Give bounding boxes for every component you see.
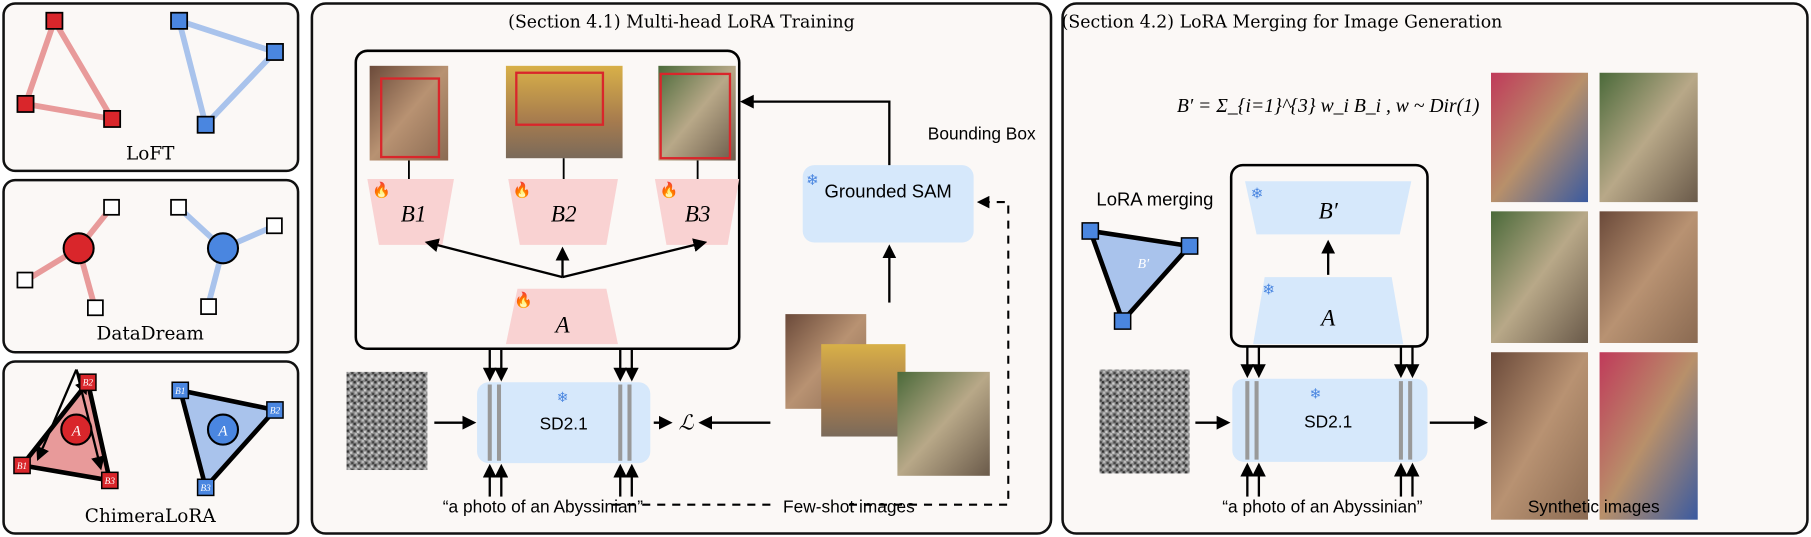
merge-label: LoRA merging <box>1096 189 1213 210</box>
photo-3 <box>658 65 736 161</box>
svg-text:A: A <box>553 312 570 338</box>
svg-text:🔥: 🔥 <box>514 291 533 309</box>
fewshot-label: Few-shot images <box>783 497 915 517</box>
svg-text:B′: B′ <box>1138 256 1150 271</box>
svg-text:SD2.1: SD2.1 <box>1304 411 1352 431</box>
sam-label: Grounded SAM <box>825 180 952 201</box>
photo-2 <box>505 65 623 159</box>
loft-label: LoFT <box>126 143 175 164</box>
svg-text:B3: B3 <box>105 476 116 486</box>
svg-text:B3: B3 <box>201 483 212 493</box>
shared-a <box>505 288 618 345</box>
svg-text:❄: ❄ <box>1251 187 1264 203</box>
sd-model <box>477 382 651 464</box>
datadream-label: DataDream <box>97 324 205 345</box>
method-datadream: DataDream <box>2 178 300 354</box>
svg-text:❄: ❄ <box>1310 386 1322 401</box>
photo-1 <box>369 65 449 161</box>
svg-text:“a photo of an Abyssinian”: “a photo of an Abyssinian” <box>1222 497 1422 517</box>
svg-text:B2: B2 <box>83 378 94 388</box>
synthetic-label: Synthetic images <box>1528 497 1660 517</box>
chimeralora-label: ChimeraLoRA <box>85 506 217 527</box>
svg-text:A: A <box>71 423 82 439</box>
merging-title: (Section 4.2) LoRA Merging for Image Gen… <box>1062 13 1503 33</box>
svg-text:A: A <box>217 423 228 439</box>
method-loft: LoFT <box>2 2 300 173</box>
svg-text:❄: ❄ <box>1262 282 1275 298</box>
noise-input <box>1099 369 1190 474</box>
svg-text:🔥: 🔥 <box>513 181 532 199</box>
svg-text:🔥: 🔥 <box>372 181 391 199</box>
svg-text:B1: B1 <box>17 461 27 471</box>
merging-panel: (Section 4.2) LoRA Merging for Image Gen… <box>1061 2 1809 535</box>
merged-b <box>1245 181 1412 235</box>
svg-text:B2: B2 <box>551 201 577 227</box>
sd-model <box>1232 378 1428 462</box>
svg-text:B1: B1 <box>175 386 185 396</box>
svg-text:❄: ❄ <box>557 390 569 405</box>
svg-text:B′: B′ <box>1319 197 1339 223</box>
formula: B′ = Σ_{i=1}^{3} w_i B_i , w ~ Dir(1) <box>1177 96 1480 117</box>
svg-text:B1: B1 <box>401 201 427 227</box>
snowflake-icon: ❄ <box>806 173 819 189</box>
bbox-label: Bounding Box <box>928 124 1036 144</box>
svg-text:B3: B3 <box>685 201 711 227</box>
head-b3 <box>654 179 740 245</box>
loss: ℒ <box>679 412 695 435</box>
training-title: (Section 4.1) Multi-head LoRA Training <box>508 13 855 33</box>
grounded-sam <box>802 165 974 243</box>
prompt: “a photo of an Abyssinian” <box>443 497 643 517</box>
svg-text:B2: B2 <box>270 405 281 415</box>
fewshot-2 <box>821 344 906 437</box>
merged-a <box>1253 277 1404 345</box>
training-panel: (Section 4.1) Multi-head LoRA Training 🔥… <box>310 2 1053 535</box>
fewshot-3 <box>897 371 990 476</box>
head-b1 <box>367 179 454 245</box>
head-b2 <box>508 179 618 245</box>
svg-text:A: A <box>1319 305 1336 331</box>
synthetic-images <box>1491 72 1698 520</box>
fire-icon: 🔥 🔥 🔥 🔥 <box>372 181 678 309</box>
svg-text:SD2.1: SD2.1 <box>540 414 588 434</box>
svg-text:🔥: 🔥 <box>660 181 679 199</box>
noise-input <box>346 371 428 471</box>
